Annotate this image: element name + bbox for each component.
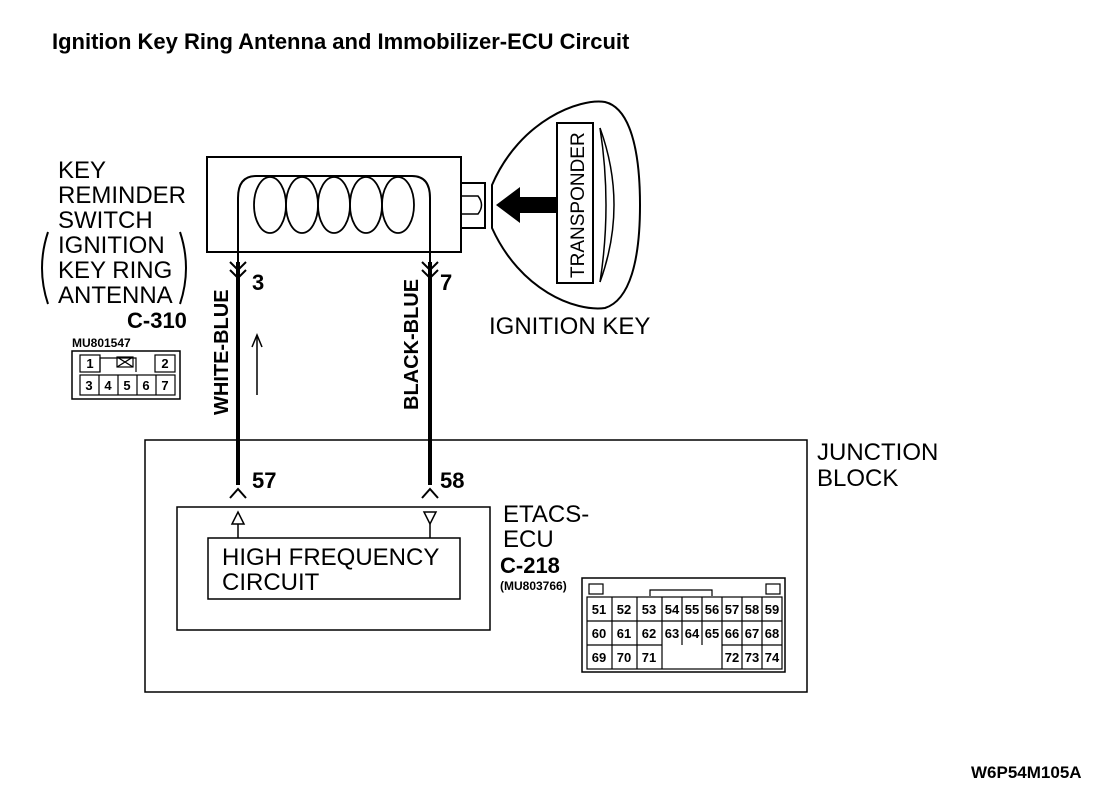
switch-connector-face <box>71 350 181 400</box>
c218-pin: 55 <box>685 602 699 617</box>
junction-block-label: JUNCTION <box>817 439 938 466</box>
diagram-title: Ignition Key Ring Antenna and Immobilize… <box>52 29 630 54</box>
c218-pin: 74 <box>765 650 780 665</box>
ecu-part-number: (MU803766) <box>500 579 567 593</box>
current-direction-arrow-icon <box>251 333 263 395</box>
c218-pin: 62 <box>642 626 656 641</box>
ignition-key-shape <box>491 100 642 310</box>
pin-number-57: 57 <box>252 468 276 493</box>
switch-label-line: KEY <box>58 157 106 184</box>
c218-pin: 69 <box>592 650 606 665</box>
switch-label-line: KEY RING <box>58 257 172 284</box>
c218-pin: 56 <box>705 602 719 617</box>
junction-block-frame <box>144 439 808 693</box>
antenna-switch-body <box>206 156 486 253</box>
c218-pin: 61 <box>617 626 631 641</box>
etacs-ecu-frame <box>176 506 491 631</box>
c218-pin: 66 <box>725 626 739 641</box>
female-connector-icon <box>421 487 439 499</box>
switch-label-line: SWITCH <box>58 207 153 234</box>
c218-pin: 51 <box>592 602 606 617</box>
c218-pin: 64 <box>685 626 700 641</box>
c218-pin: 70 <box>617 650 631 665</box>
c310-pin: 7 <box>161 378 168 393</box>
switch-label-line: ANTENNA <box>58 282 173 309</box>
c218-pin: 59 <box>765 602 779 617</box>
circuit-label: CIRCUIT <box>222 569 320 596</box>
ignition-key-label: IGNITION KEY <box>489 313 650 340</box>
pin-number-3: 3 <box>252 270 264 295</box>
switch-connector-id: C-310 <box>127 308 187 333</box>
female-connector-icon <box>229 487 247 499</box>
connector-chevron-icon <box>229 261 247 280</box>
left-paren <box>41 231 49 305</box>
c218-pin: 52 <box>617 602 631 617</box>
pin-number-58: 58 <box>440 468 464 493</box>
c218-pin: 57 <box>725 602 739 617</box>
c310-pin: 4 <box>104 378 112 393</box>
c310-pin: 3 <box>85 378 92 393</box>
switch-label-line: IGNITION <box>58 232 165 259</box>
ecu-label: ECU <box>503 526 554 553</box>
c218-pin: 53 <box>642 602 656 617</box>
c218-pin: 54 <box>665 602 680 617</box>
c218-pin: 72 <box>725 650 739 665</box>
signal-arrow-icon <box>496 187 556 223</box>
switch-label-line: REMINDER <box>58 182 186 209</box>
output-triangle-icon <box>230 510 246 525</box>
switch-label: KEY REMINDER SWITCH IGNITION KEY RING AN… <box>41 157 187 309</box>
pin-number-7: 7 <box>440 270 452 295</box>
c218-pin: 71 <box>642 650 656 665</box>
c218-pin: 67 <box>745 626 759 641</box>
circuit-label: HIGH FREQUENCY <box>222 544 439 571</box>
c218-pin: 73 <box>745 650 759 665</box>
connector-chevron-icon <box>421 261 439 280</box>
ecu-label: ETACS- <box>503 501 589 528</box>
c310-pin: 1 <box>86 356 93 371</box>
c310-pin: 5 <box>123 378 130 393</box>
transponder-label: TRANSPONDER <box>568 132 589 278</box>
c218-pin: 68 <box>765 626 779 641</box>
high-frequency-circuit-box <box>207 537 461 600</box>
right-paren <box>179 231 187 305</box>
input-triangle-icon <box>422 511 438 526</box>
c218-pin: 65 <box>705 626 719 641</box>
wire-color-black-blue: BLACK-BLUE <box>401 279 423 410</box>
ecu-connector-id: C-218 <box>500 553 560 578</box>
c218-pin: 60 <box>592 626 606 641</box>
switch-part-number: MU801547 <box>72 336 131 350</box>
wire-color-white-blue: WHITE-BLUE <box>211 289 233 415</box>
figure-code: W6P54M105A <box>971 763 1082 782</box>
junction-block-label: BLOCK <box>817 465 898 492</box>
c310-pin: 2 <box>161 356 168 371</box>
antenna-coil <box>237 175 431 262</box>
c218-pin: 63 <box>665 626 679 641</box>
ecu-connector-face <box>581 577 786 673</box>
c218-pin: 58 <box>745 602 759 617</box>
c310-pin: 6 <box>142 378 149 393</box>
